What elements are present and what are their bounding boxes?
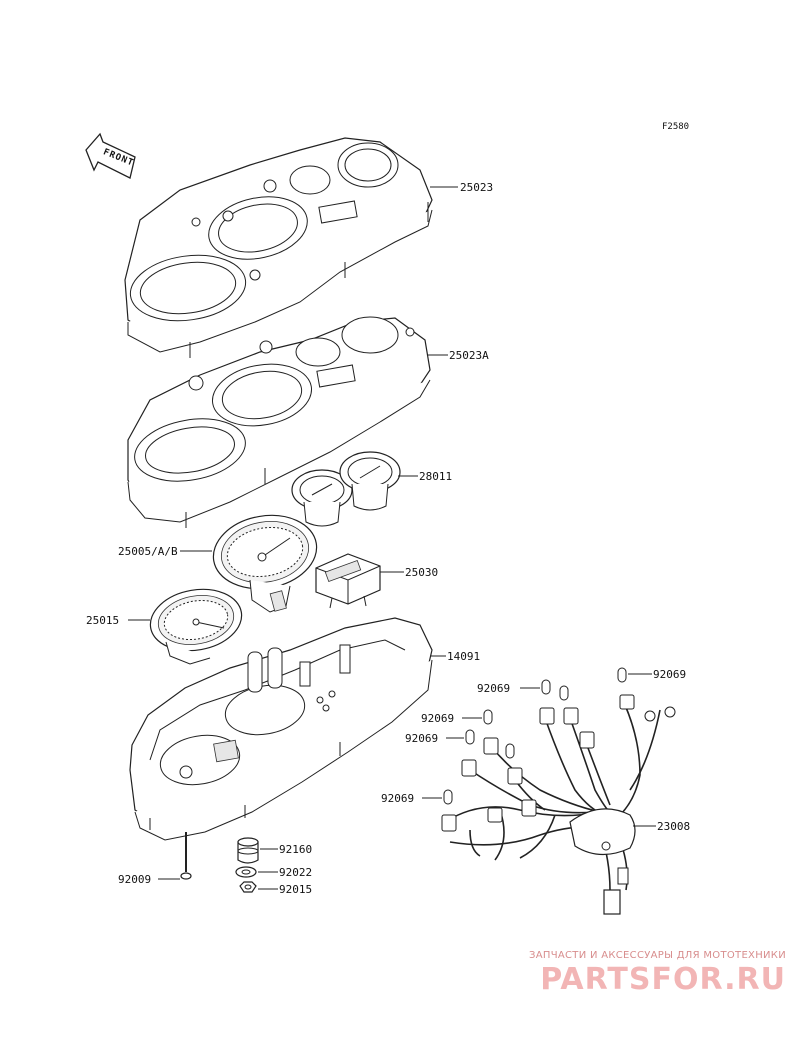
part-label-92160: 92160: [279, 843, 312, 856]
meter-case: [129, 617, 433, 841]
part-label-92009: 92009: [118, 873, 151, 886]
rubber-grommet: [237, 837, 259, 864]
meter-wiring-harness: [441, 694, 676, 915]
part-label-92069-d: 92069: [405, 732, 438, 745]
part-label-92022: 92022: [279, 866, 312, 879]
part-label-92069-c: 92069: [421, 712, 454, 725]
lower-meter-cover: [127, 316, 431, 528]
part-label-25023: 25023: [460, 181, 493, 194]
part-label-92069-b: 92069: [653, 668, 686, 681]
part-label-28011: 28011: [419, 470, 452, 483]
part-label-25030: 25030: [405, 566, 438, 579]
screw: [180, 832, 192, 880]
nut: [239, 881, 257, 893]
upper-meter-cover: [124, 137, 433, 358]
part-label-92069-e: 92069: [381, 792, 414, 805]
front-arrow-icon: FRONT: [85, 132, 136, 179]
part-label-25023A: 25023A: [449, 349, 489, 362]
watermark-logo: PARTSFOR.RU: [540, 962, 786, 997]
part-label-92015: 92015: [279, 883, 312, 896]
watermark-tagline: ЗАПЧАСТИ И АКСЕССУАРЫ ДЛЯ МОТОТЕХНИКИ: [529, 950, 786, 961]
tachometer-dial: [149, 588, 243, 665]
lcd-display-module: [315, 553, 381, 609]
figure-code: F2580: [662, 122, 689, 132]
part-label-14091: 14091: [447, 650, 480, 663]
fuel-temp-gauges: [291, 451, 401, 527]
bulb-sockets: [443, 667, 627, 805]
speedometer-dial: [212, 514, 318, 613]
washer: [235, 866, 257, 878]
part-label-25015: 25015: [86, 614, 119, 627]
part-label-23008: 23008: [657, 820, 690, 833]
part-label-25005: 25005/A/B: [118, 545, 178, 558]
part-label-92069-a: 92069: [477, 682, 510, 695]
